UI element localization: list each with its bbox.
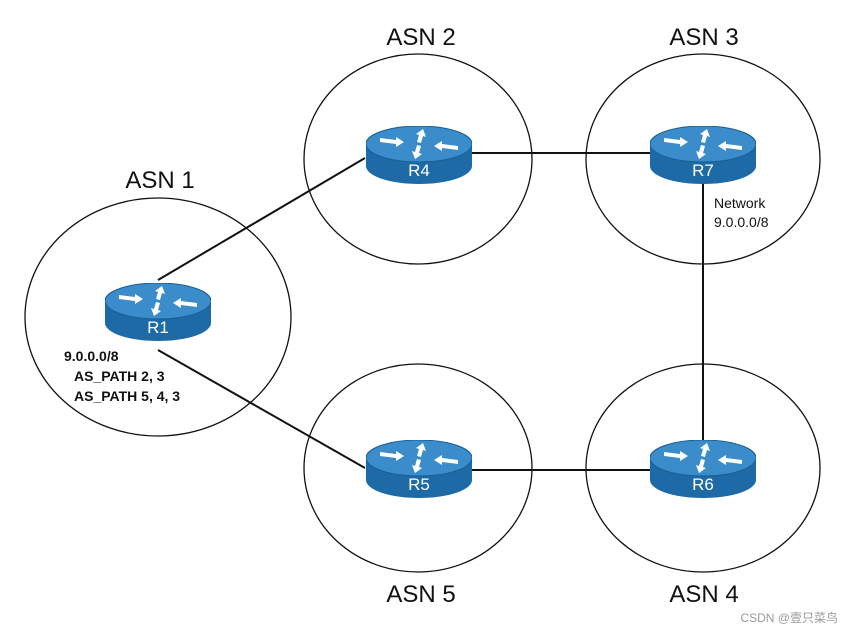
router-r6-label: R6 xyxy=(692,475,714,494)
asn2-boundary xyxy=(303,53,533,265)
r7-note-line1: Network xyxy=(714,195,766,211)
router-r5-label: R5 xyxy=(408,475,430,494)
router-r6: R6 xyxy=(650,440,756,498)
router-r4-label: R4 xyxy=(408,161,430,180)
r7-note-line2: 9.0.0.0/8 xyxy=(714,214,769,230)
link-r1-r4 xyxy=(157,157,366,281)
router-r7: R7 xyxy=(650,126,756,184)
router-r5: R5 xyxy=(366,440,472,498)
router-r4: R4 xyxy=(366,126,472,184)
asn3-label: ASN 3 xyxy=(669,24,738,51)
asn2-label: ASN 2 xyxy=(386,24,455,51)
link-r1-r5 xyxy=(157,349,366,469)
asn1-boundary xyxy=(24,197,292,437)
asn1-label: ASN 1 xyxy=(125,167,194,194)
asn4-label: ASN 4 xyxy=(669,581,738,608)
r1-note-path2: AS_PATH 5, 4, 3 xyxy=(74,388,180,404)
watermark: CSDN @壹只菜鸟 xyxy=(740,610,838,625)
router-r7-label: R7 xyxy=(692,161,714,180)
r1-note-prefix: 9.0.0.0/8 xyxy=(64,348,119,364)
asn5-boundary xyxy=(303,363,533,573)
r1-note-path1: AS_PATH 2, 3 xyxy=(74,368,165,384)
router-r1-label: R1 xyxy=(147,318,169,337)
router-r1: R1 xyxy=(105,283,211,341)
asn5-label: ASN 5 xyxy=(386,581,455,608)
